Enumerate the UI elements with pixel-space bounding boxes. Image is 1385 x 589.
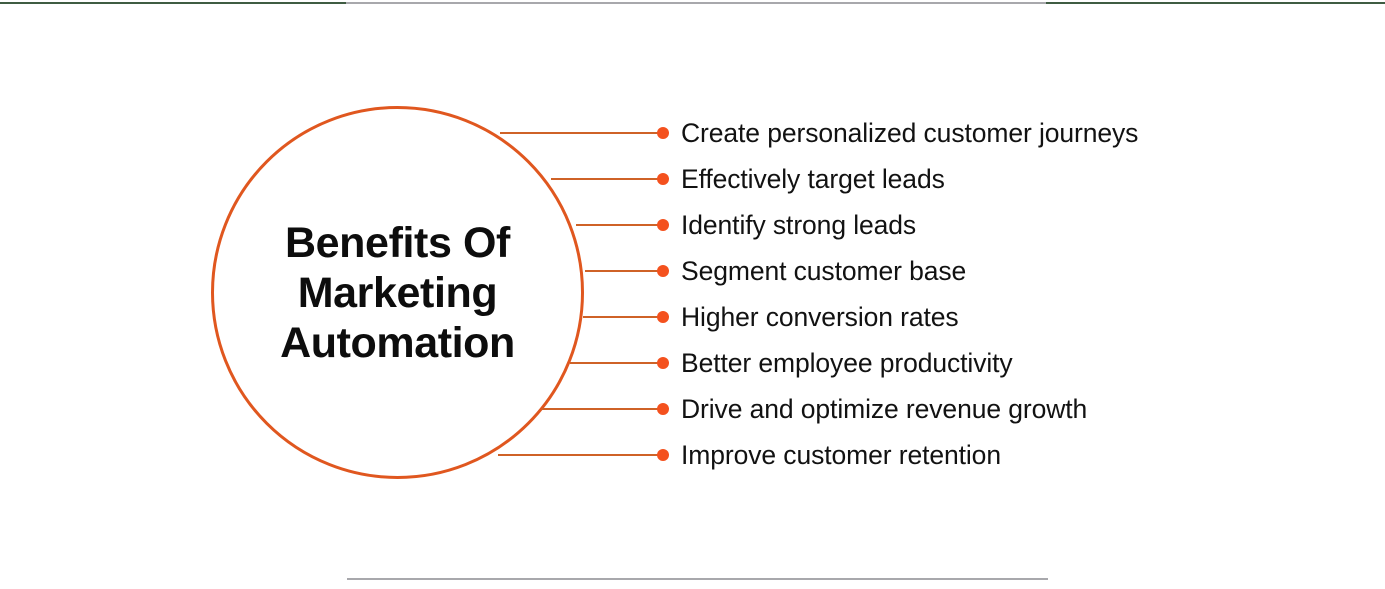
bullet-dot-icon: [657, 357, 669, 369]
hub-circle: Benefits Of Marketing Automation: [211, 106, 584, 479]
bullet-dot-icon: [657, 265, 669, 277]
benefit-label: Improve customer retention: [681, 440, 1001, 470]
bullet-dot-icon: [657, 219, 669, 231]
hub-title-line-3: Automation: [280, 318, 515, 367]
connector-line: [576, 224, 661, 226]
benefit-label: Identify strong leads: [681, 210, 917, 240]
benefit-label: Create personalized customer journeys: [681, 118, 1139, 148]
hub-title: Benefits Of Marketing Automation: [211, 218, 584, 368]
benefit-label: Segment customer base: [681, 256, 967, 286]
connector-line: [585, 270, 661, 272]
connector-line: [551, 178, 661, 180]
hub-circle-outline: [211, 106, 584, 479]
connector-line: [583, 316, 661, 318]
connector-line: [498, 454, 661, 456]
top-page-rule-gray: [346, 2, 1046, 4]
connector-line: [542, 408, 661, 410]
bullet-dot-icon: [657, 173, 669, 185]
benefit-label: Drive and optimize revenue growth: [681, 394, 1088, 424]
bottom-page-rule-gray: [347, 578, 1048, 580]
connector-line: [500, 132, 661, 134]
benefit-label: Higher conversion rates: [681, 302, 959, 332]
benefit-label: Better employee productivity: [681, 348, 1013, 378]
benefit-label: Effectively target leads: [681, 164, 945, 194]
bullet-dot-icon: [657, 311, 669, 323]
bullet-dot-icon: [657, 127, 669, 139]
bullet-dot-icon: [657, 449, 669, 461]
bullet-dot-icon: [657, 403, 669, 415]
hub-title-line-2: Marketing: [297, 268, 498, 317]
hub-title-line-1: Benefits Of: [285, 218, 510, 267]
connector-line: [570, 362, 661, 364]
